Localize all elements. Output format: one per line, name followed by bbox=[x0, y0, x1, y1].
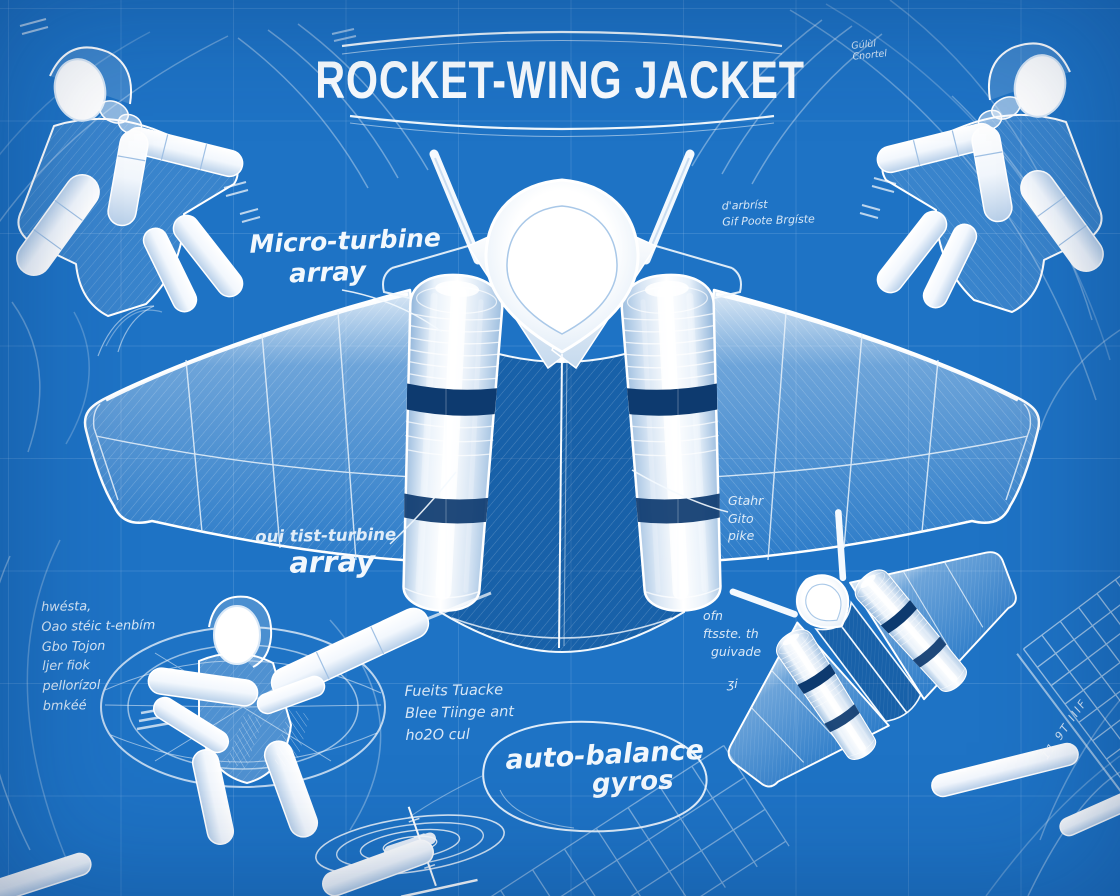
bottom-graph-grid bbox=[468, 744, 790, 896]
scribble-right-upper: d'arbríst Gif Poote Brgíste bbox=[721, 195, 816, 230]
scribble-center-lower: Fueits Tuacke Blee Tiinge ant ho2O cul bbox=[404, 680, 514, 747]
jacket-zipper bbox=[445, 353, 679, 649]
title-flourish-rules bbox=[341, 30, 783, 137]
callout-line: array bbox=[288, 544, 376, 580]
callout-line: Micro-turbine bbox=[248, 223, 442, 259]
auto-balance-oval bbox=[407, 720, 708, 833]
scribble-line: Gtahr bbox=[728, 493, 764, 508]
scribble-line: ljer fiok bbox=[42, 658, 91, 675]
leader-lines bbox=[341, 289, 729, 545]
scribble-line: ho2O cul bbox=[405, 726, 471, 744]
scribble-line: ftsste. th bbox=[703, 626, 759, 642]
scribble-line: guivade bbox=[711, 644, 762, 660]
scribble-right-mid: Gtahr Gito pike bbox=[728, 492, 763, 545]
figure-bottom-right-jacket-sketch bbox=[727, 509, 1017, 788]
callout-micro-turbine-array: Micro-turbine array bbox=[248, 223, 442, 290]
scribble-line: hwésta, bbox=[41, 599, 92, 615]
scribble-line: Gbo Tojon bbox=[41, 638, 106, 655]
scribble-line: Blee Tiinge ant bbox=[404, 703, 515, 722]
tube-streaks bbox=[0, 742, 1120, 896]
scribble-line: Oao stéic t-enbím bbox=[41, 617, 156, 635]
callout-outer-turbine-array: oui tist-turbine array bbox=[246, 525, 407, 581]
scribble-line: Fueits Tuacke bbox=[404, 682, 504, 700]
scribble-line: pellorízol bbox=[42, 678, 101, 695]
central-jacket-sketch bbox=[85, 154, 1039, 654]
scribble-top-right-corner: Gúlùl Cnortel bbox=[851, 38, 888, 63]
scribble-right-lower: ofn ftsste. th guivade ʒi bbox=[703, 607, 761, 694]
scribble-line: pike bbox=[728, 528, 755, 543]
callout-line: oui tist-turbine bbox=[255, 524, 397, 547]
scribble-left-lower: hwésta, Oao stéic t-enbím Gbo Tojon ljer… bbox=[41, 596, 157, 717]
page-title: ROCKET-WING JACKET bbox=[315, 51, 805, 110]
hood-face-opening bbox=[506, 205, 618, 335]
scribble-line: Gito bbox=[728, 510, 754, 526]
scribble-line: Gif Poote Brgíste bbox=[722, 212, 816, 229]
scribble-line: bmkéé bbox=[42, 698, 87, 715]
scribble-line: ʒi bbox=[727, 676, 738, 692]
callout-auto-balance-gyros: auto-balance gyros bbox=[505, 735, 705, 804]
scribble-line: ofn bbox=[703, 608, 723, 623]
callout-line: array bbox=[288, 256, 367, 290]
figure-bottom-gyro-sketch bbox=[100, 591, 492, 845]
corner-graph-grid bbox=[1016, 565, 1120, 839]
